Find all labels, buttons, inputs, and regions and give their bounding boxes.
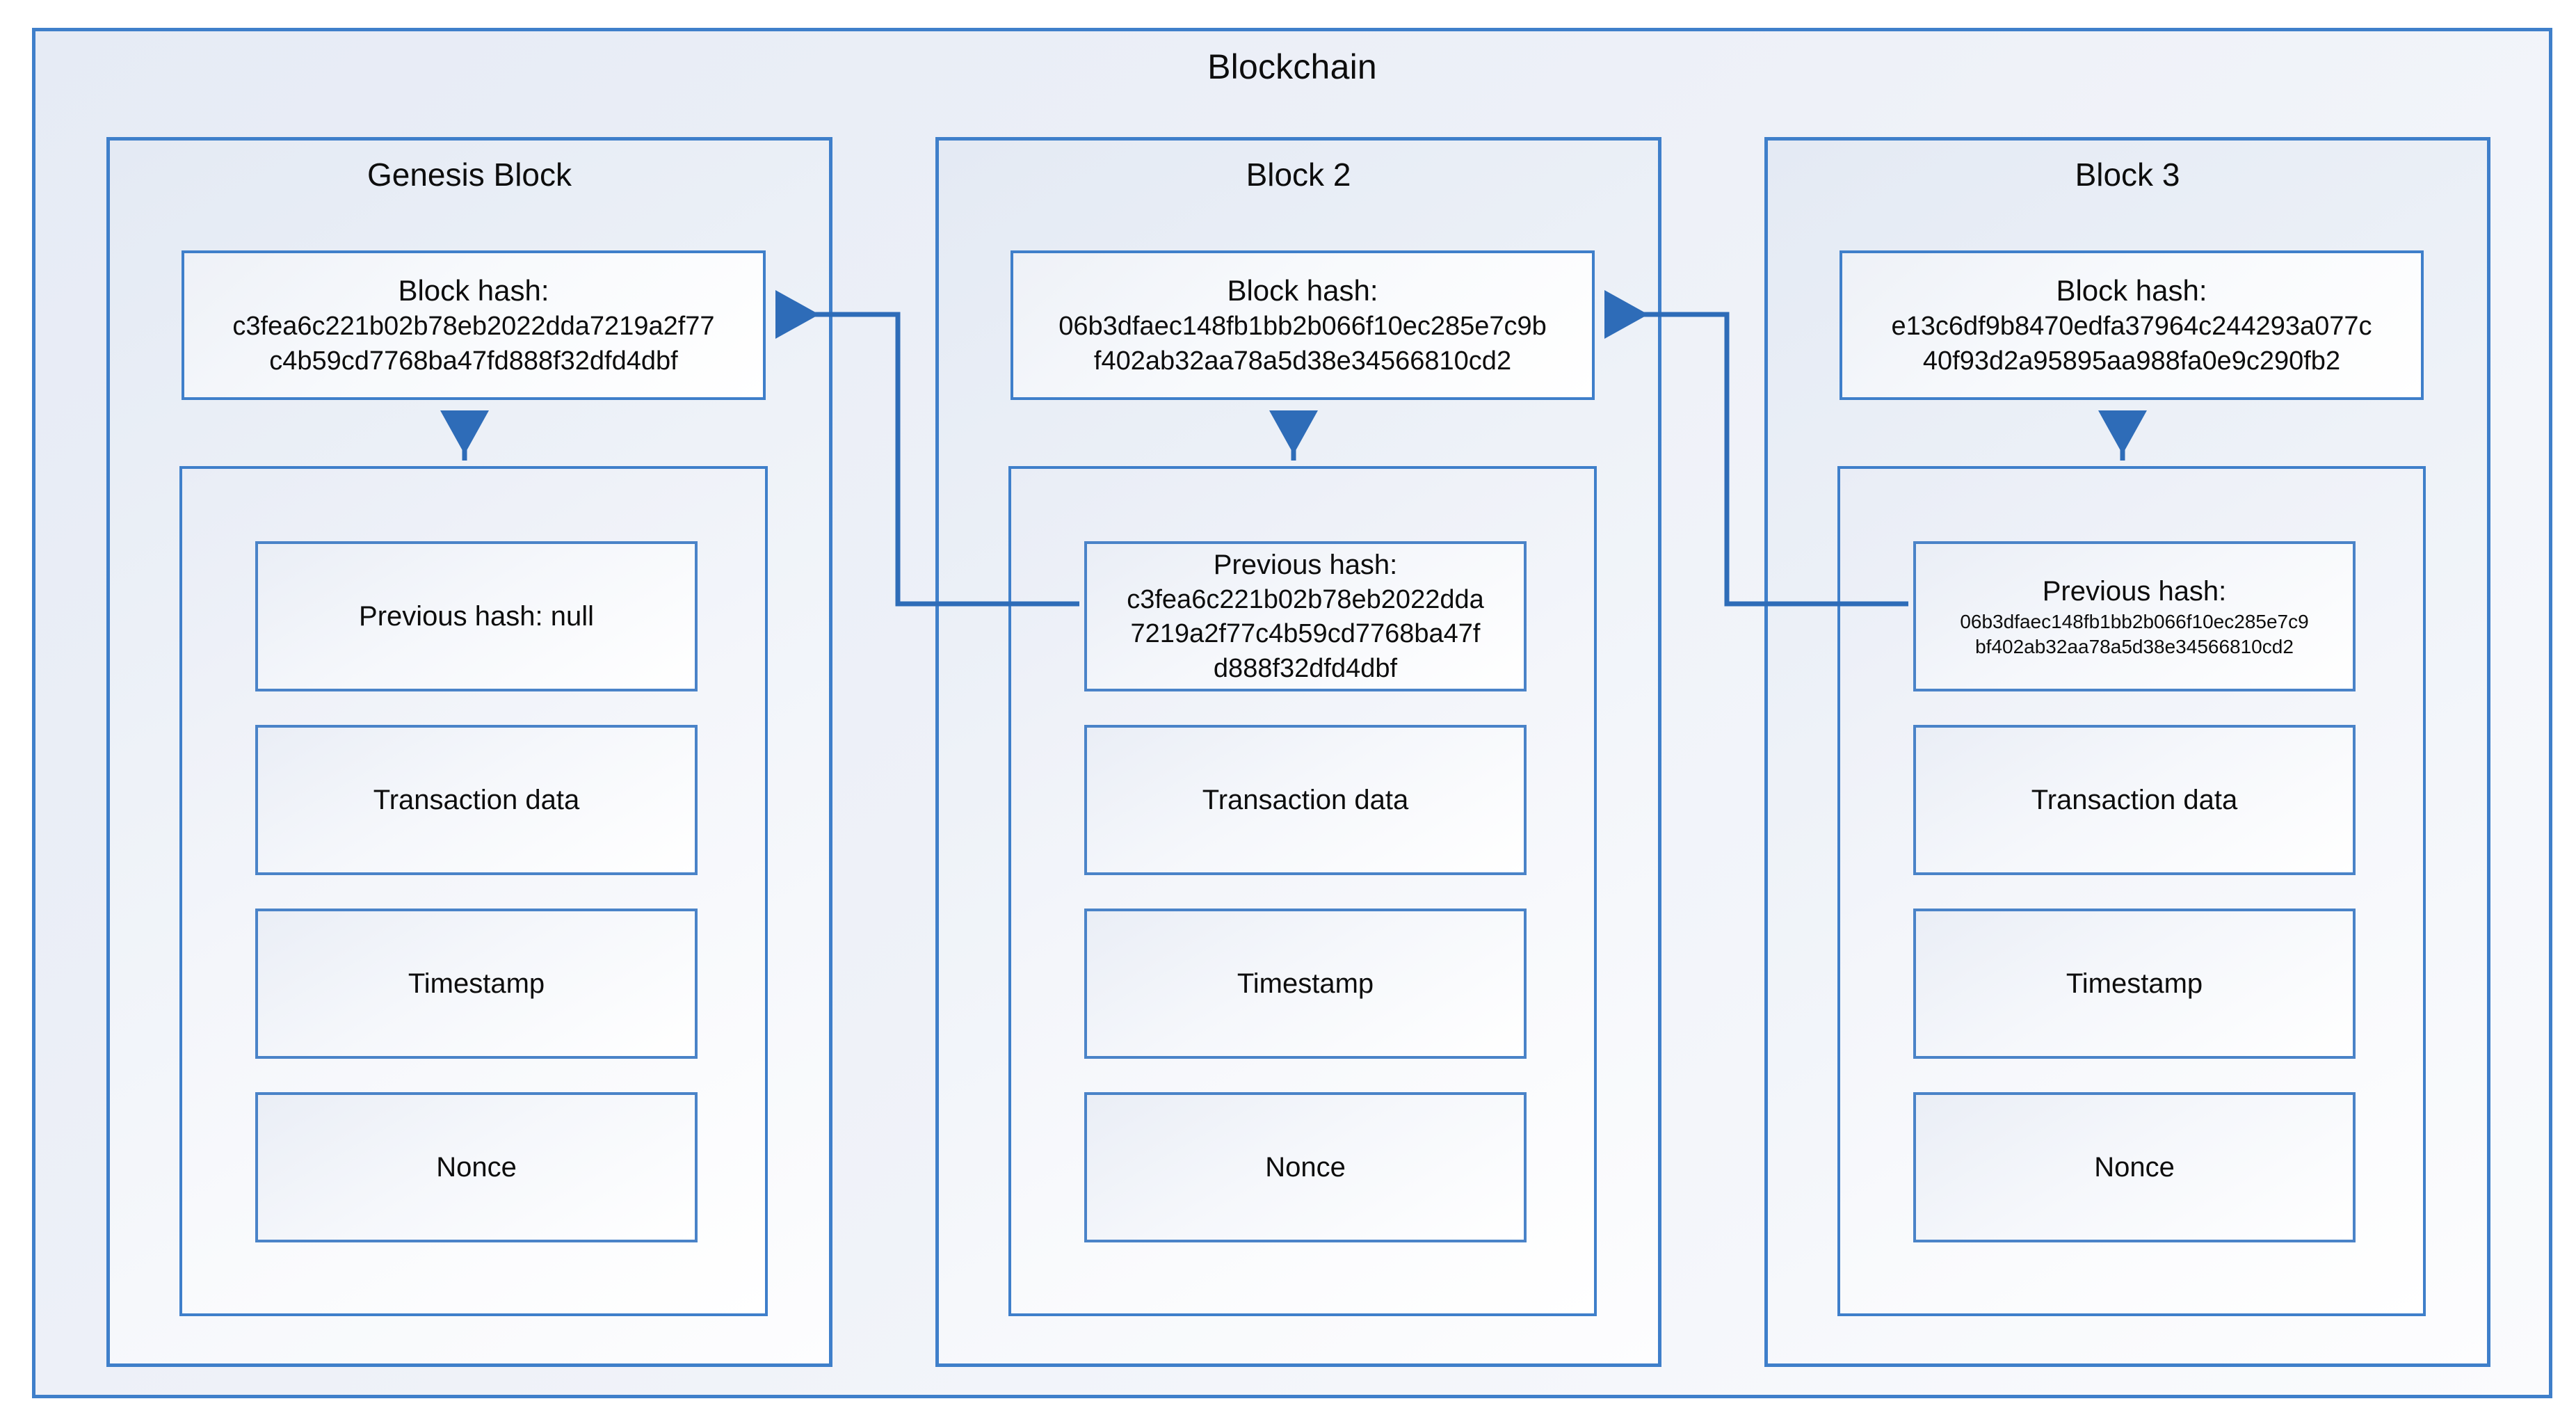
- block-body-block3: Previous hash: 06b3dfaec148fb1bb2b066f10…: [1837, 466, 2426, 1316]
- block-container-block2[interactable]: Block 2 Block hash: 06b3dfaec148fb1bb2b0…: [935, 137, 1661, 1367]
- transaction-data-box-block3[interactable]: Transaction data: [1913, 725, 2356, 875]
- blockchain-frame: Blockchain Genesis Block Block hash: c3f…: [32, 28, 2552, 1398]
- block-hash-value-line2: 40f93d2a95895aa988fa0e9c290fb2: [1922, 346, 2341, 376]
- block-hash-label: Block hash:: [398, 273, 549, 307]
- previous-hash-label: Previous hash:: [2042, 575, 2227, 607]
- block-hash-value-line1: 06b3dfaec148fb1bb2b066f10ec285e7c9b: [1058, 312, 1547, 342]
- transaction-data-label: Transaction data: [373, 785, 580, 815]
- nonce-label: Nonce: [2094, 1152, 2175, 1183]
- block-hash-box-genesis[interactable]: Block hash: c3fea6c221b02b78eb2022dda721…: [182, 250, 766, 400]
- nonce-label: Nonce: [436, 1152, 517, 1183]
- previous-hash-value-line1: c3fea6c221b02b78eb2022dda: [1127, 584, 1484, 614]
- previous-hash-value-line1: 06b3dfaec148fb1bb2b066f10ec285e7c9: [1960, 610, 2309, 632]
- previous-hash-value-line2: 7219a2f77c4b59cd7768ba47f: [1130, 619, 1481, 649]
- blockchain-title: Blockchain: [1207, 47, 1377, 86]
- block-body-block2: Previous hash: c3fea6c221b02b78eb2022dda…: [1008, 466, 1597, 1316]
- transaction-data-label: Transaction data: [2031, 785, 2238, 815]
- block-hash-label: Block hash:: [2056, 273, 2207, 307]
- block-body-genesis: Previous hash: null Transaction data Tim…: [179, 466, 768, 1316]
- previous-hash-box-block2[interactable]: Previous hash: c3fea6c221b02b78eb2022dda…: [1084, 541, 1527, 691]
- block-title-genesis: Genesis Block: [367, 157, 572, 193]
- previous-hash-value-line2: bf402ab32aa78a5d38e34566810cd2: [1975, 636, 2294, 657]
- timestamp-label: Timestamp: [1237, 968, 1374, 999]
- previous-hash-text: Previous hash: null: [359, 601, 594, 632]
- block-hash-value-line1: c3fea6c221b02b78eb2022dda7219a2f77: [232, 312, 715, 342]
- block-title-block2: Block 2: [1246, 157, 1351, 193]
- timestamp-label: Timestamp: [2066, 968, 2203, 999]
- transaction-data-box-block2[interactable]: Transaction data: [1084, 725, 1527, 875]
- previous-hash-box-block3[interactable]: Previous hash: 06b3dfaec148fb1bb2b066f10…: [1913, 541, 2356, 691]
- timestamp-box-block2[interactable]: Timestamp: [1084, 909, 1527, 1059]
- timestamp-box-block3[interactable]: Timestamp: [1913, 909, 2356, 1059]
- block-hash-value-line1: e13c6df9b8470edfa37964c244293a077c: [1891, 312, 2372, 342]
- timestamp-box-genesis[interactable]: Timestamp: [255, 909, 698, 1059]
- block-hash-label: Block hash:: [1227, 273, 1378, 307]
- timestamp-label: Timestamp: [408, 968, 545, 999]
- block-hash-box-block2[interactable]: Block hash: 06b3dfaec148fb1bb2b066f10ec2…: [1011, 250, 1595, 400]
- nonce-box-genesis[interactable]: Nonce: [255, 1092, 698, 1242]
- block-container-block3[interactable]: Block 3 Block hash: e13c6df9b8470edfa379…: [1764, 137, 2490, 1367]
- transaction-data-box-genesis[interactable]: Transaction data: [255, 725, 698, 875]
- previous-hash-box-genesis[interactable]: Previous hash: null: [255, 541, 698, 691]
- previous-hash-value-line3: d888f32dfd4dbf: [1213, 653, 1398, 683]
- nonce-box-block3[interactable]: Nonce: [1913, 1092, 2356, 1242]
- block-hash-box-block3[interactable]: Block hash: e13c6df9b8470edfa37964c24429…: [1840, 250, 2424, 400]
- nonce-box-block2[interactable]: Nonce: [1084, 1092, 1527, 1242]
- previous-hash-label: Previous hash:: [1213, 549, 1398, 580]
- transaction-data-label: Transaction data: [1202, 785, 1409, 815]
- nonce-label: Nonce: [1265, 1152, 1346, 1183]
- block-container-genesis[interactable]: Genesis Block Block hash: c3fea6c221b02b…: [106, 137, 832, 1367]
- block-hash-value-line2: c4b59cd7768ba47fd888f32dfd4dbf: [269, 346, 678, 376]
- block-hash-value-line2: f402ab32aa78a5d38e34566810cd2: [1093, 346, 1512, 376]
- block-title-block3: Block 3: [2075, 157, 2180, 193]
